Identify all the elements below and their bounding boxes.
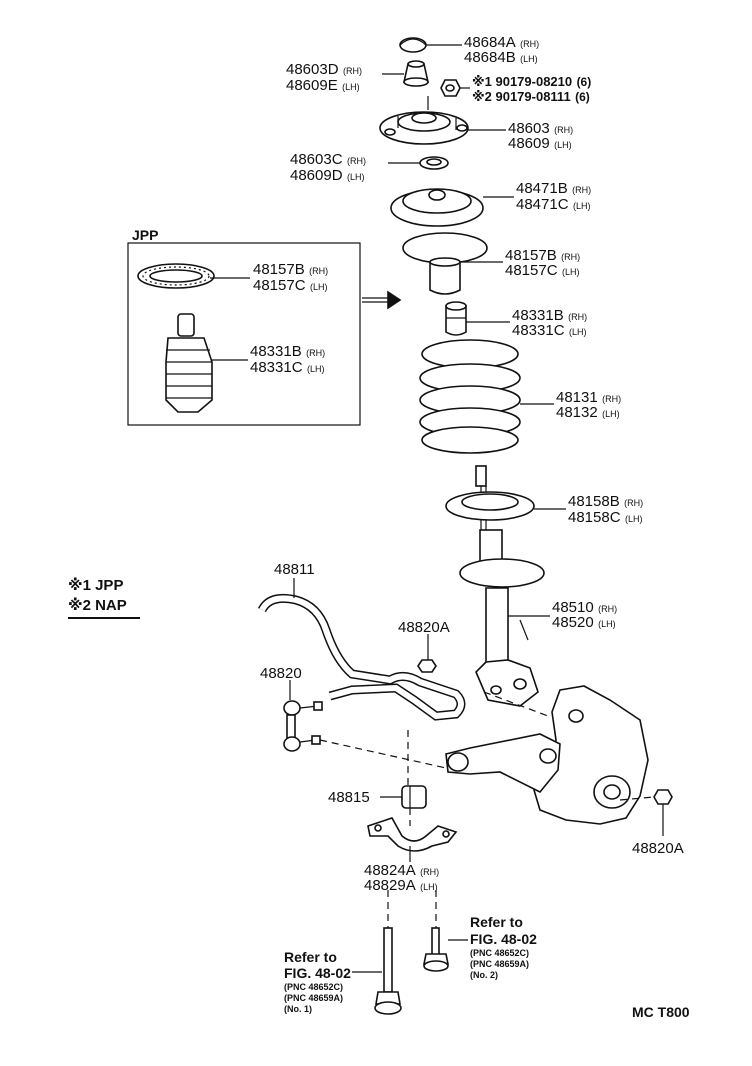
reference-text: Refer to	[470, 914, 523, 930]
part-number-label: 48684A (RH)	[464, 34, 539, 51]
part-number-label: 48824A (RH)	[364, 862, 439, 879]
part-number-label: 48603D (RH)	[286, 61, 362, 78]
reference-note: (PNC 48659A)	[284, 993, 343, 1003]
part-number-label: ※1 90179-08210 (6)	[472, 73, 591, 90]
bushing-nut-drawing	[417, 659, 437, 673]
assembly-line	[619, 796, 655, 801]
part-number-label: 48510 (RH)	[552, 599, 617, 616]
leader-lines	[210, 44, 664, 862]
part-number-label: 48158B (RH)	[568, 493, 643, 510]
reference-note: (PNC 48652C)	[284, 982, 343, 992]
reference-figure: FIG. 48-02	[284, 965, 351, 981]
reference-text: Refer to	[284, 949, 337, 965]
inset-title: JPP	[132, 227, 158, 243]
part-number-label: 48131 (RH)	[556, 389, 621, 406]
reference-note-right: Refer to FIG. 48-02 (PNC 48652C) (PNC 48…	[448, 914, 537, 980]
part-number-label: 48132 (LH)	[556, 404, 620, 421]
steering-knuckle-drawing	[533, 685, 649, 825]
part-number-label: 48603C (RH)	[290, 151, 366, 168]
part-number-label: 48331C (LH)	[512, 322, 587, 339]
part-number-label: 48157B (RH)	[253, 261, 328, 278]
jpp-inset-box	[127, 242, 402, 426]
spring-insulator-drawing	[402, 232, 488, 295]
part-number-label: 48811	[274, 561, 315, 578]
bolt-right-drawing	[423, 927, 449, 972]
part-number-label: 48331B (RH)	[250, 343, 325, 360]
part-number-label: 48820	[260, 665, 302, 682]
part-number-label: 48331C (LH)	[250, 359, 325, 376]
reference-note: (PNC 48652C)	[470, 948, 529, 958]
suspension-bearing-drawing	[419, 156, 449, 170]
part-number-label: 48520 (LH)	[552, 614, 616, 631]
reference-note: (PNC 48659A)	[470, 959, 529, 969]
stabilizer-bushing-drawing	[401, 785, 427, 809]
dust-cap-drawing	[399, 37, 427, 53]
part-number-label: 48603 (RH)	[508, 120, 573, 137]
part-number-label: 48471C (LH)	[516, 196, 591, 213]
part-number-label: 48829A (LH)	[364, 877, 438, 894]
arm-nut-drawing	[653, 789, 673, 805]
bolt-left-drawing	[374, 927, 402, 1015]
legend-item-nap: ※2 NAP	[68, 596, 127, 614]
part-number-label: 48331B (RH)	[512, 307, 587, 324]
reference-note: (No. 2)	[470, 970, 498, 980]
part-number-label: 48157B (RH)	[505, 247, 580, 264]
strut-assembly-drawing	[459, 529, 545, 707]
bump-stopper-drawing	[445, 301, 467, 336]
reference-note-left: Refer to FIG. 48-02 (PNC 48652C) (PNC 48…	[284, 949, 382, 1014]
flange-nut-drawing	[440, 79, 461, 97]
figure-code: MC T800	[632, 1004, 690, 1020]
stabilizer-bar-drawing	[257, 593, 466, 721]
shock-absorber-rod-drawing	[445, 465, 535, 530]
part-number-label: 48471B (RH)	[516, 180, 591, 197]
assembly-line	[319, 739, 447, 769]
part-number-label: 48158C (LH)	[568, 509, 643, 526]
part-labels: 48684A (RH) 48684B (LH) 48603D (RH) 4860…	[250, 34, 684, 894]
part-number-label: 48684B (LH)	[464, 49, 538, 66]
part-number-label: 48820A	[632, 840, 684, 857]
stabilizer-link-drawing	[283, 700, 323, 752]
upper-support-drawing	[379, 96, 469, 145]
part-number-label: 48609 (LH)	[508, 135, 572, 152]
part-number-label: 48157C (LH)	[505, 262, 580, 279]
drawings	[127, 37, 673, 1015]
legend-item-jpp: ※1 JPP	[68, 576, 123, 594]
bushing-bracket-drawing	[367, 817, 458, 852]
part-number-label: 48609E (LH)	[286, 77, 360, 94]
upper-spring-seat-drawing	[390, 188, 484, 227]
top-nut-drawing	[403, 60, 429, 87]
part-number-label: 48157C (LH)	[253, 277, 328, 294]
part-number-label: 48609D (LH)	[290, 167, 365, 184]
part-number-label: ※2 90179-08111 (6)	[472, 88, 590, 105]
part-number-label: 48815	[328, 789, 370, 806]
legend: ※1 JPP ※2 NAP	[68, 576, 140, 619]
reference-figure: FIG. 48-02	[470, 931, 537, 947]
coil-spring-drawing	[419, 339, 521, 454]
reference-note: (No. 1)	[284, 1004, 312, 1014]
part-number-label: 48820A	[398, 619, 450, 636]
lower-arm-drawing	[445, 733, 561, 794]
